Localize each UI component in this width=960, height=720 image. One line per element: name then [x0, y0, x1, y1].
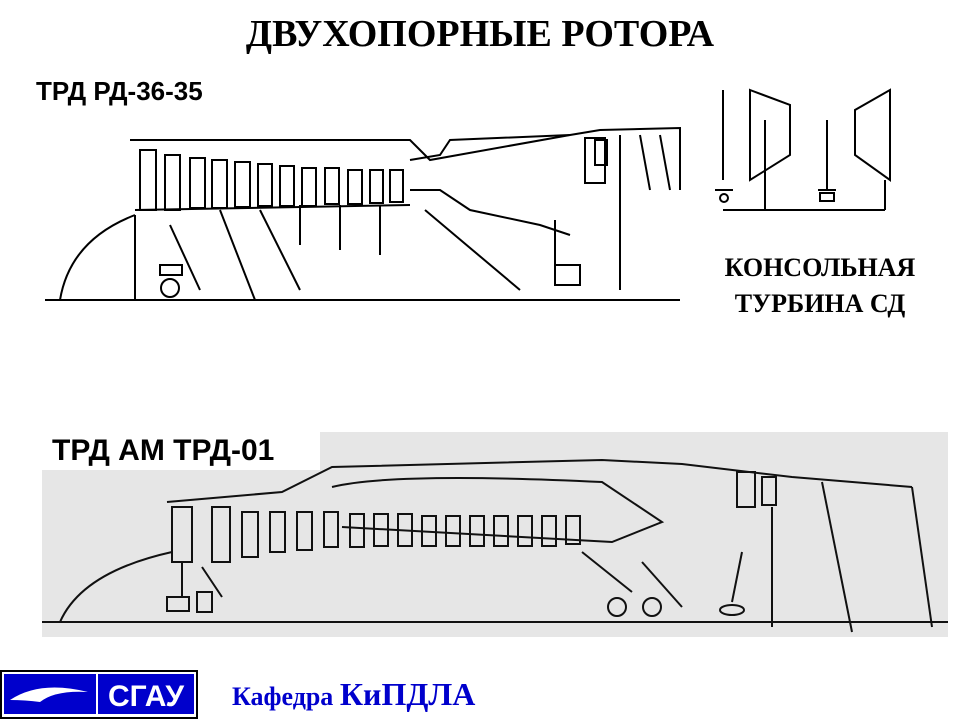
console-turbine-schematic	[715, 88, 891, 211]
logo-text: СГАУ	[108, 680, 184, 713]
photo-engine-label: ТРД АМ ТРД-01	[52, 434, 275, 467]
console-line-2: ТУРБИНА СД	[734, 289, 906, 318]
photo-label-background	[42, 432, 320, 470]
rd-36-35-cross-section-drawing	[45, 126, 681, 301]
console-line-1: КОНСОЛЬНАЯ	[724, 253, 916, 282]
slide-title: ДВУХОПОРНЫЕ РОТОРА	[245, 13, 715, 55]
am-trd-01-cross-section-drawing	[42, 458, 948, 633]
department-prefix: Кафедра	[232, 682, 340, 711]
console-turbine-label: КОНСОЛЬНАЯ ТУРБИНА СД	[690, 250, 950, 322]
department-label: Кафедра КиПДЛА	[232, 676, 475, 713]
sgau-logo: СГАУ	[0, 670, 198, 719]
top-engine-label: ТРД РД-36-35	[36, 76, 203, 106]
plane-emblem-icon	[10, 687, 88, 702]
department-name: КиПДЛА	[339, 676, 476, 712]
